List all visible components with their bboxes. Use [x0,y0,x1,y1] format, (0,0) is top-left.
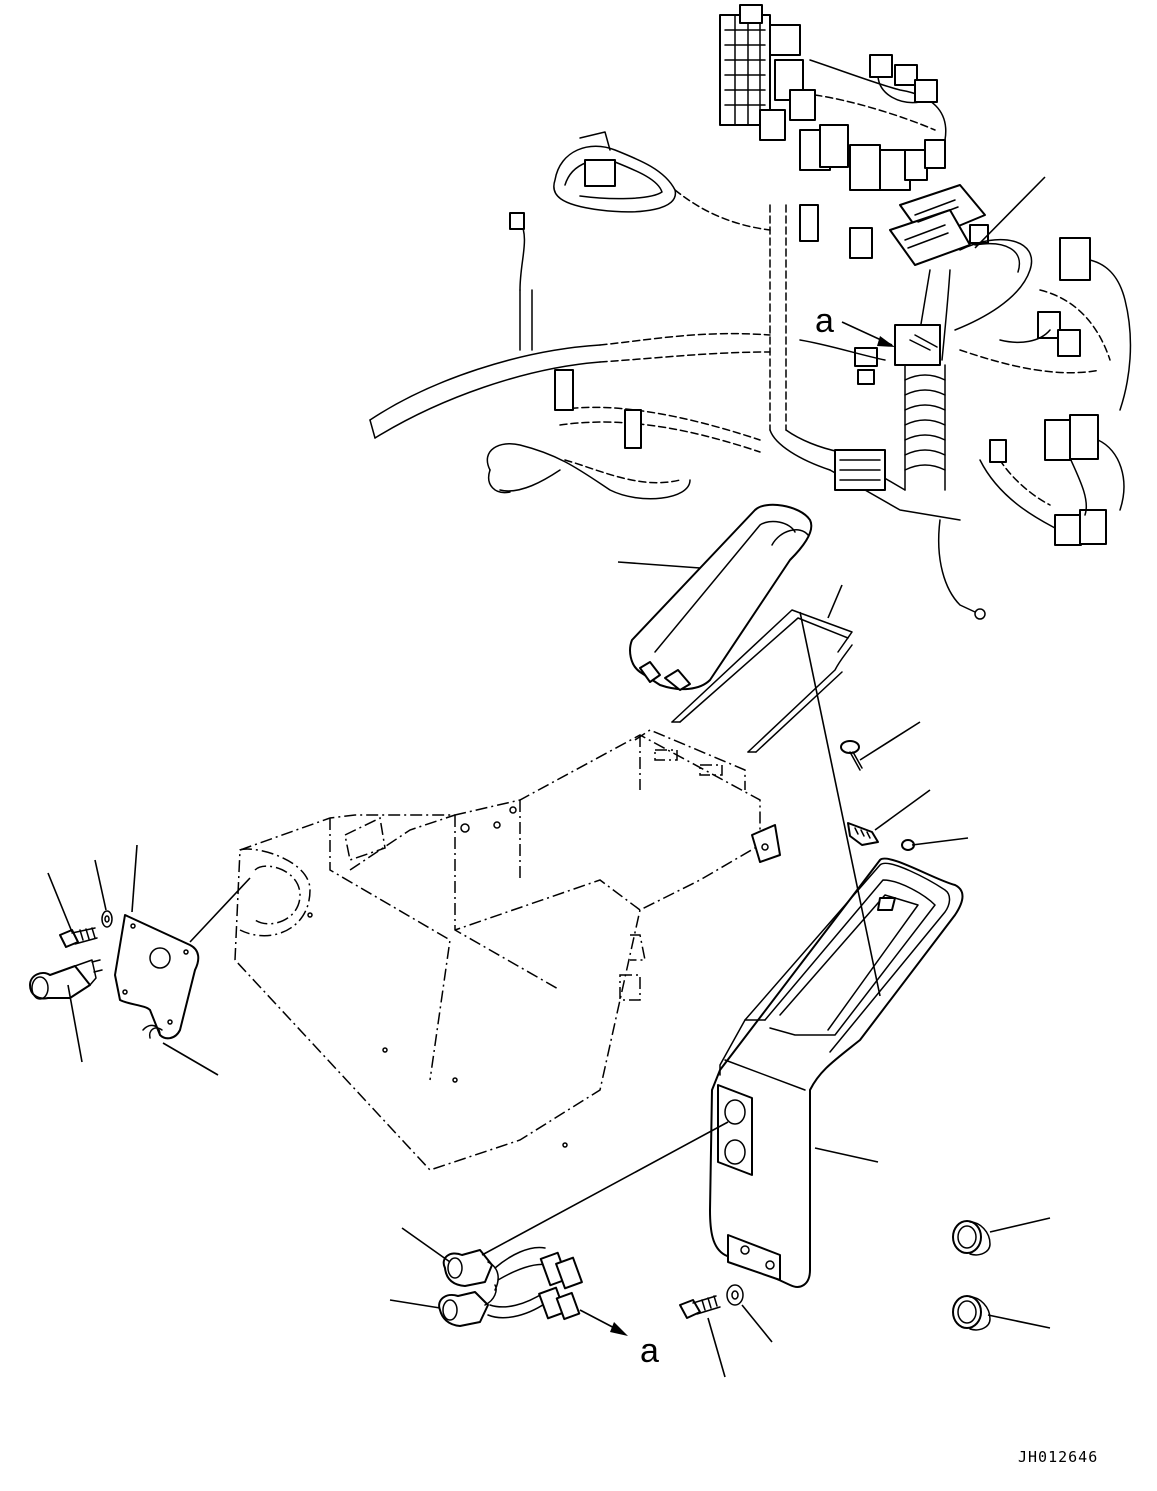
left-plate [114,914,200,1040]
washer-bottom [726,1284,744,1306]
console-body [234,729,781,1171]
view-marker-top: a [815,302,895,347]
wiring-harness [369,4,1132,620]
main-cover [709,857,964,1288]
connector-block [889,184,989,266]
leader-lines [47,176,1051,1378]
seal-strip [671,609,853,753]
view-marker-top-label: a [815,302,834,340]
switch-left [29,959,103,1000]
corrugated-tube [894,324,946,491]
grommet-top [952,1220,991,1256]
bolt-bottom [679,1295,721,1319]
switch-harness [438,1246,583,1327]
cover-lid [629,503,813,691]
view-marker-bottom-label: a [640,1332,659,1370]
drawing-code: JH012646 [1018,1448,1098,1466]
grommet-bottom [952,1295,991,1331]
view-marker-bottom: a [579,1309,659,1370]
push-rivet [840,740,863,771]
clip-mid [847,822,879,846]
clip-left [142,1024,163,1039]
washer-left [101,910,113,928]
bolt-left [59,927,98,948]
fuse-box [719,4,816,141]
